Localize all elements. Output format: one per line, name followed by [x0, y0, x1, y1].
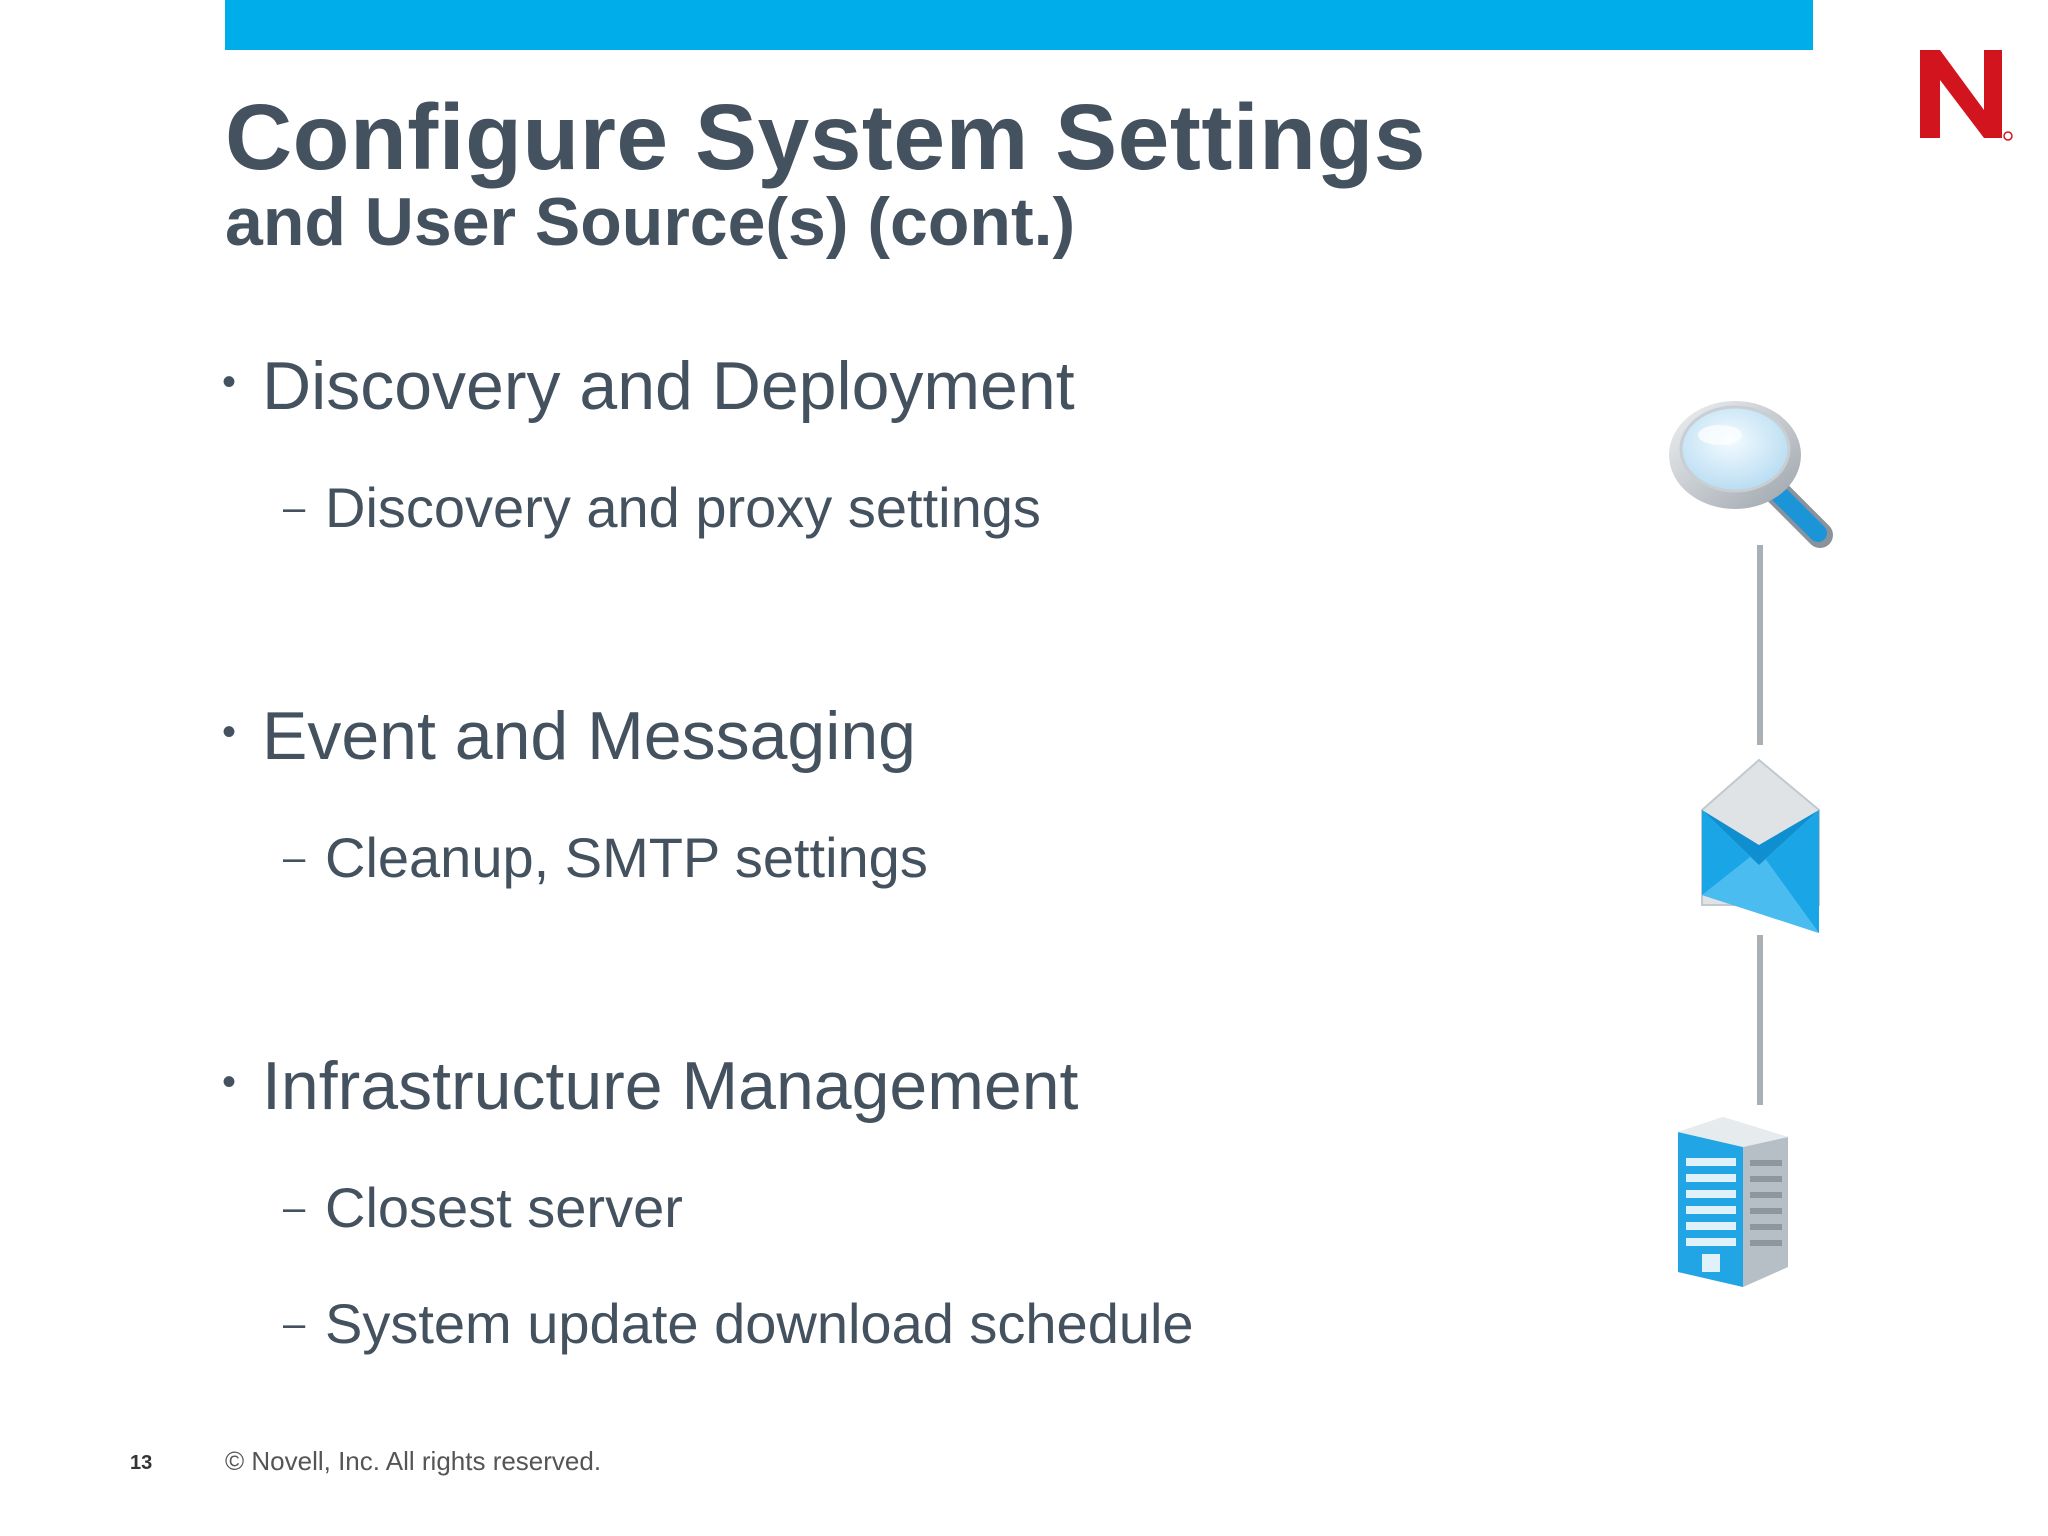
sub-item-label: Discovery and proxy settings [325, 476, 1041, 539]
sub-item-update-schedule: –System update download schedule [283, 1292, 1194, 1355]
building-icon [1678, 1117, 1788, 1287]
sub-item-closest-server: –Closest server [283, 1176, 683, 1239]
sub-item-discovery-proxy: –Discovery and proxy settings [283, 476, 1041, 539]
sub-item-label: System update download schedule [325, 1292, 1194, 1355]
page-number: 13 [130, 1452, 153, 1474]
sub-item-label: Closest server [325, 1176, 683, 1239]
top-accent-bar [225, 0, 1813, 50]
bullet-label: Discovery and Deployment [262, 348, 1075, 424]
bullet-label: Infrastructure Management [262, 1048, 1079, 1124]
connector-line [1757, 935, 1763, 1105]
novell-logo-icon [1920, 50, 2013, 141]
magnifier-icon [1669, 401, 1833, 548]
sub-item-cleanup-smtp: –Cleanup, SMTP settings [283, 826, 928, 889]
slide-title: Configure System Settings [225, 85, 1427, 189]
copyright-notice: © Novell, Inc. All rights reserved. [225, 1446, 602, 1476]
bullet-label: Event and Messaging [262, 698, 916, 774]
bullet-event-messaging: •Event and Messaging [222, 698, 916, 774]
envelope-icon [1701, 758, 1820, 933]
bullet-discovery-deployment: •Discovery and Deployment [222, 348, 1075, 424]
sub-item-label: Cleanup, SMTP settings [325, 826, 928, 889]
slide-subtitle: and User Source(s) (cont.) [225, 184, 1076, 260]
bullet-infrastructure-management: •Infrastructure Management [222, 1048, 1079, 1124]
connector-line [1757, 545, 1763, 745]
